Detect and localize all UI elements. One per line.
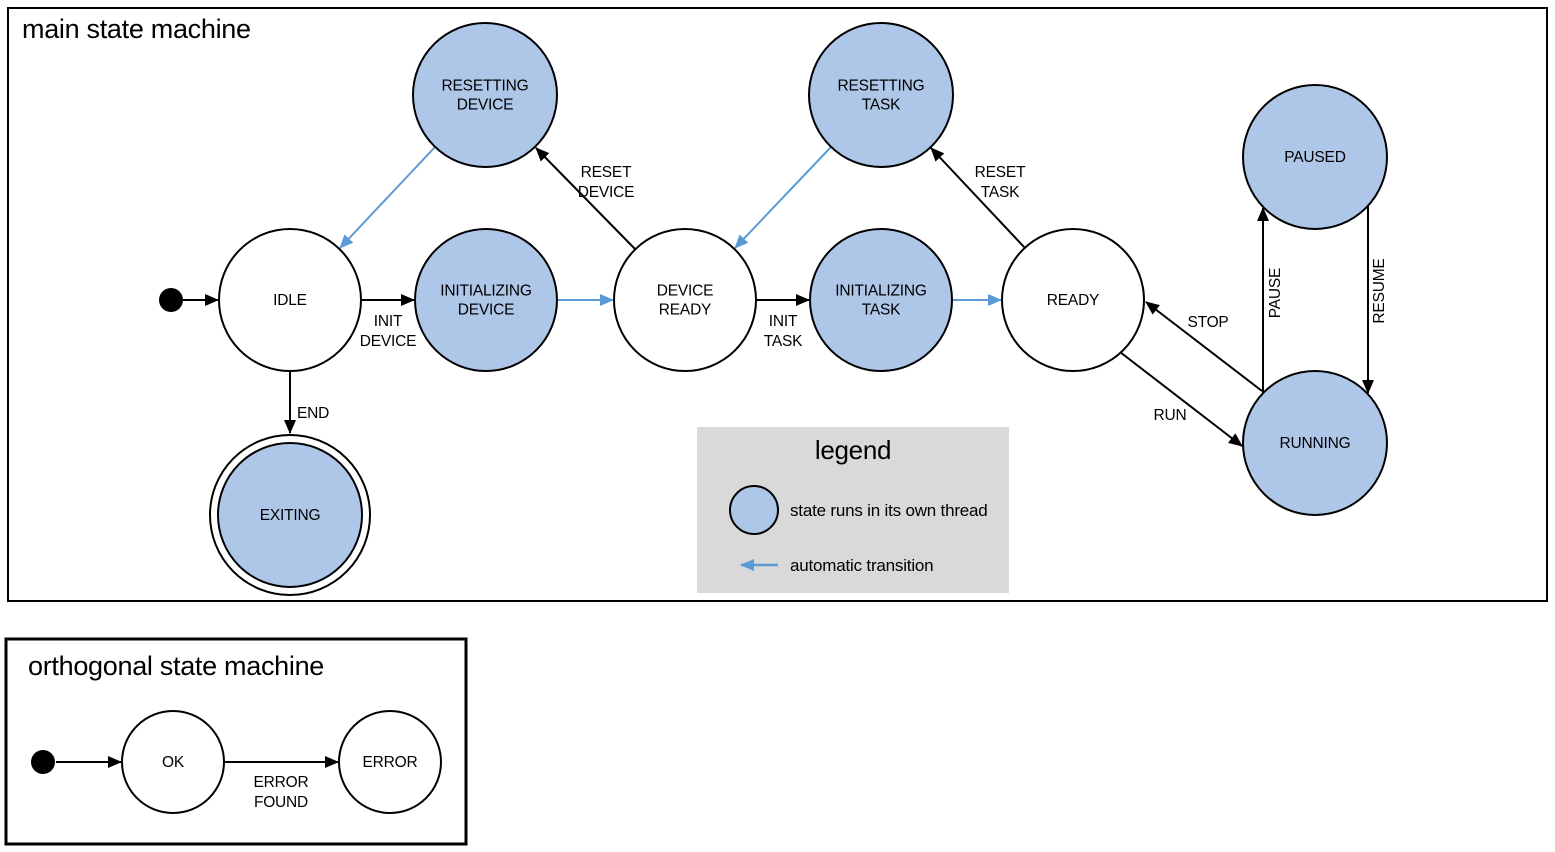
orthogonal-state-machine-title: orthogonal state machine [28,651,324,681]
transition-ready-to-running [1119,351,1243,447]
state-paused: PAUSED [1242,84,1388,230]
transition-label-running-to-ready: STOP [1187,314,1228,331]
state-idle: IDLE [218,228,362,372]
state-ok: OK [121,710,225,814]
transition-running-to-ready [1145,301,1263,392]
state-exiting: EXITING [209,434,371,596]
state-circle-paused [1242,84,1388,230]
legend-title: legend [815,435,891,465]
legend-item-auto-label: automatic transition [790,556,933,575]
state-circle-ok [121,710,225,814]
state-ready: READY [1001,228,1145,372]
initial-state-dot [159,288,183,312]
state-label-idle: IDLE [273,292,307,309]
state-circle-initializing-device [414,228,558,372]
transition-label-ready-to-running: RUN [1154,407,1187,424]
transition-label-running-to-paused: PAUSE [1267,268,1284,318]
transition-device-ready-to-resetting-device [535,147,636,250]
state-circle-resetting-device [412,22,558,168]
initial-state-dot [31,750,55,774]
legend: legend state runs in its own thread auto… [697,427,1009,593]
state-label-error: ERROR [363,754,418,771]
transition-ready-to-resetting-task [930,147,1026,249]
state-circle-ready [1001,228,1145,372]
state-error: ERROR [338,710,442,814]
main-state-machine-title: main state machine [22,14,251,44]
legend-item-thread-label: state runs in its own thread [790,501,988,520]
state-circle-error [338,710,442,814]
state-label-exiting: EXITING [260,507,321,524]
state-circle-running [1242,370,1388,516]
transition-label-paused-to-running: RESUME [1371,258,1388,323]
thread-state-circle-icon [729,485,779,535]
state-label-ready: READY [1047,292,1099,309]
state-circle-device-ready [613,228,757,372]
state-label-paused: PAUSED [1284,149,1345,166]
state-circle-initializing-task [809,228,953,372]
state-label-ok: OK [162,754,185,771]
state-running: RUNNING [1242,370,1388,516]
transition-label-idle-to-exiting: END [297,405,329,422]
state-circle-exiting [217,442,363,588]
transition-resetting-device-to-idle [339,146,436,249]
transition-resetting-task-to-device-ready [734,146,832,249]
state-circle-idle [218,228,362,372]
state-circle-resetting-task [808,22,954,168]
state-label-running: RUNNING [1280,435,1351,452]
